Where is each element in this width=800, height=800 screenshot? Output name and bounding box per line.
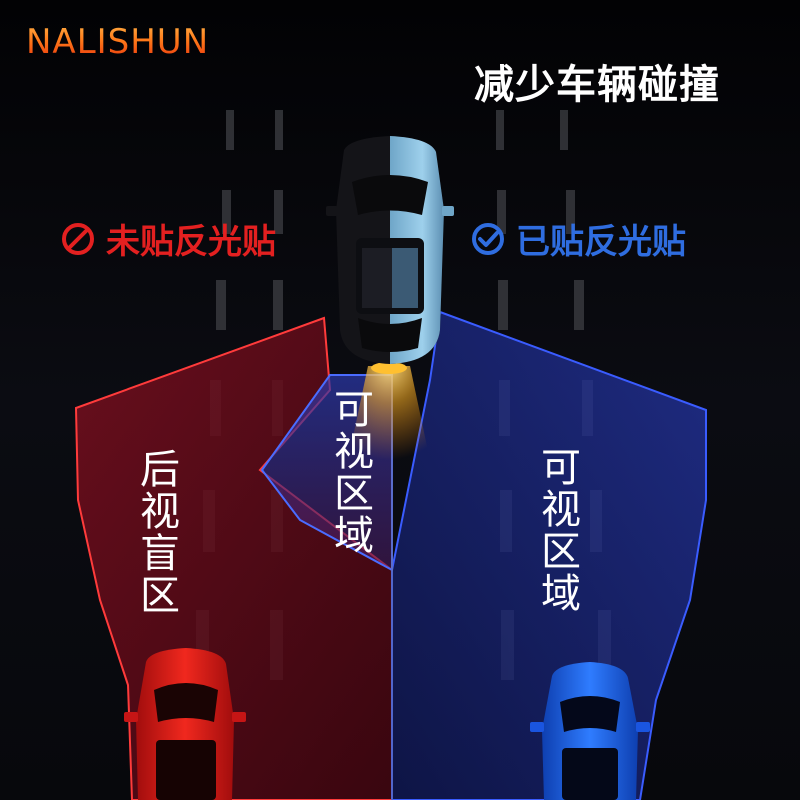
no-entry-icon [62,222,94,255]
without-reflector-text: 未贴反光贴 [106,222,276,262]
red-car [124,648,246,800]
check-circle-icon [472,222,504,255]
visible-zone-center-label: 可视区域 [327,388,373,556]
brand-logo: NALISHUN [26,22,210,62]
blue-car [530,662,650,800]
taillight [371,362,407,374]
with-reflector-text: 已贴反光贴 [516,222,686,262]
headline: 减少车辆碰撞 [474,62,720,108]
taillight-glow [346,366,432,470]
with-reflector-label: 已贴反光贴 [470,214,686,263]
main-car [326,136,454,364]
blind-zone-label: 后视盲区 [133,448,179,616]
visible-zone-right-label: 可视区域 [534,446,580,614]
without-reflector-label: 未贴反光贴 [60,214,276,263]
